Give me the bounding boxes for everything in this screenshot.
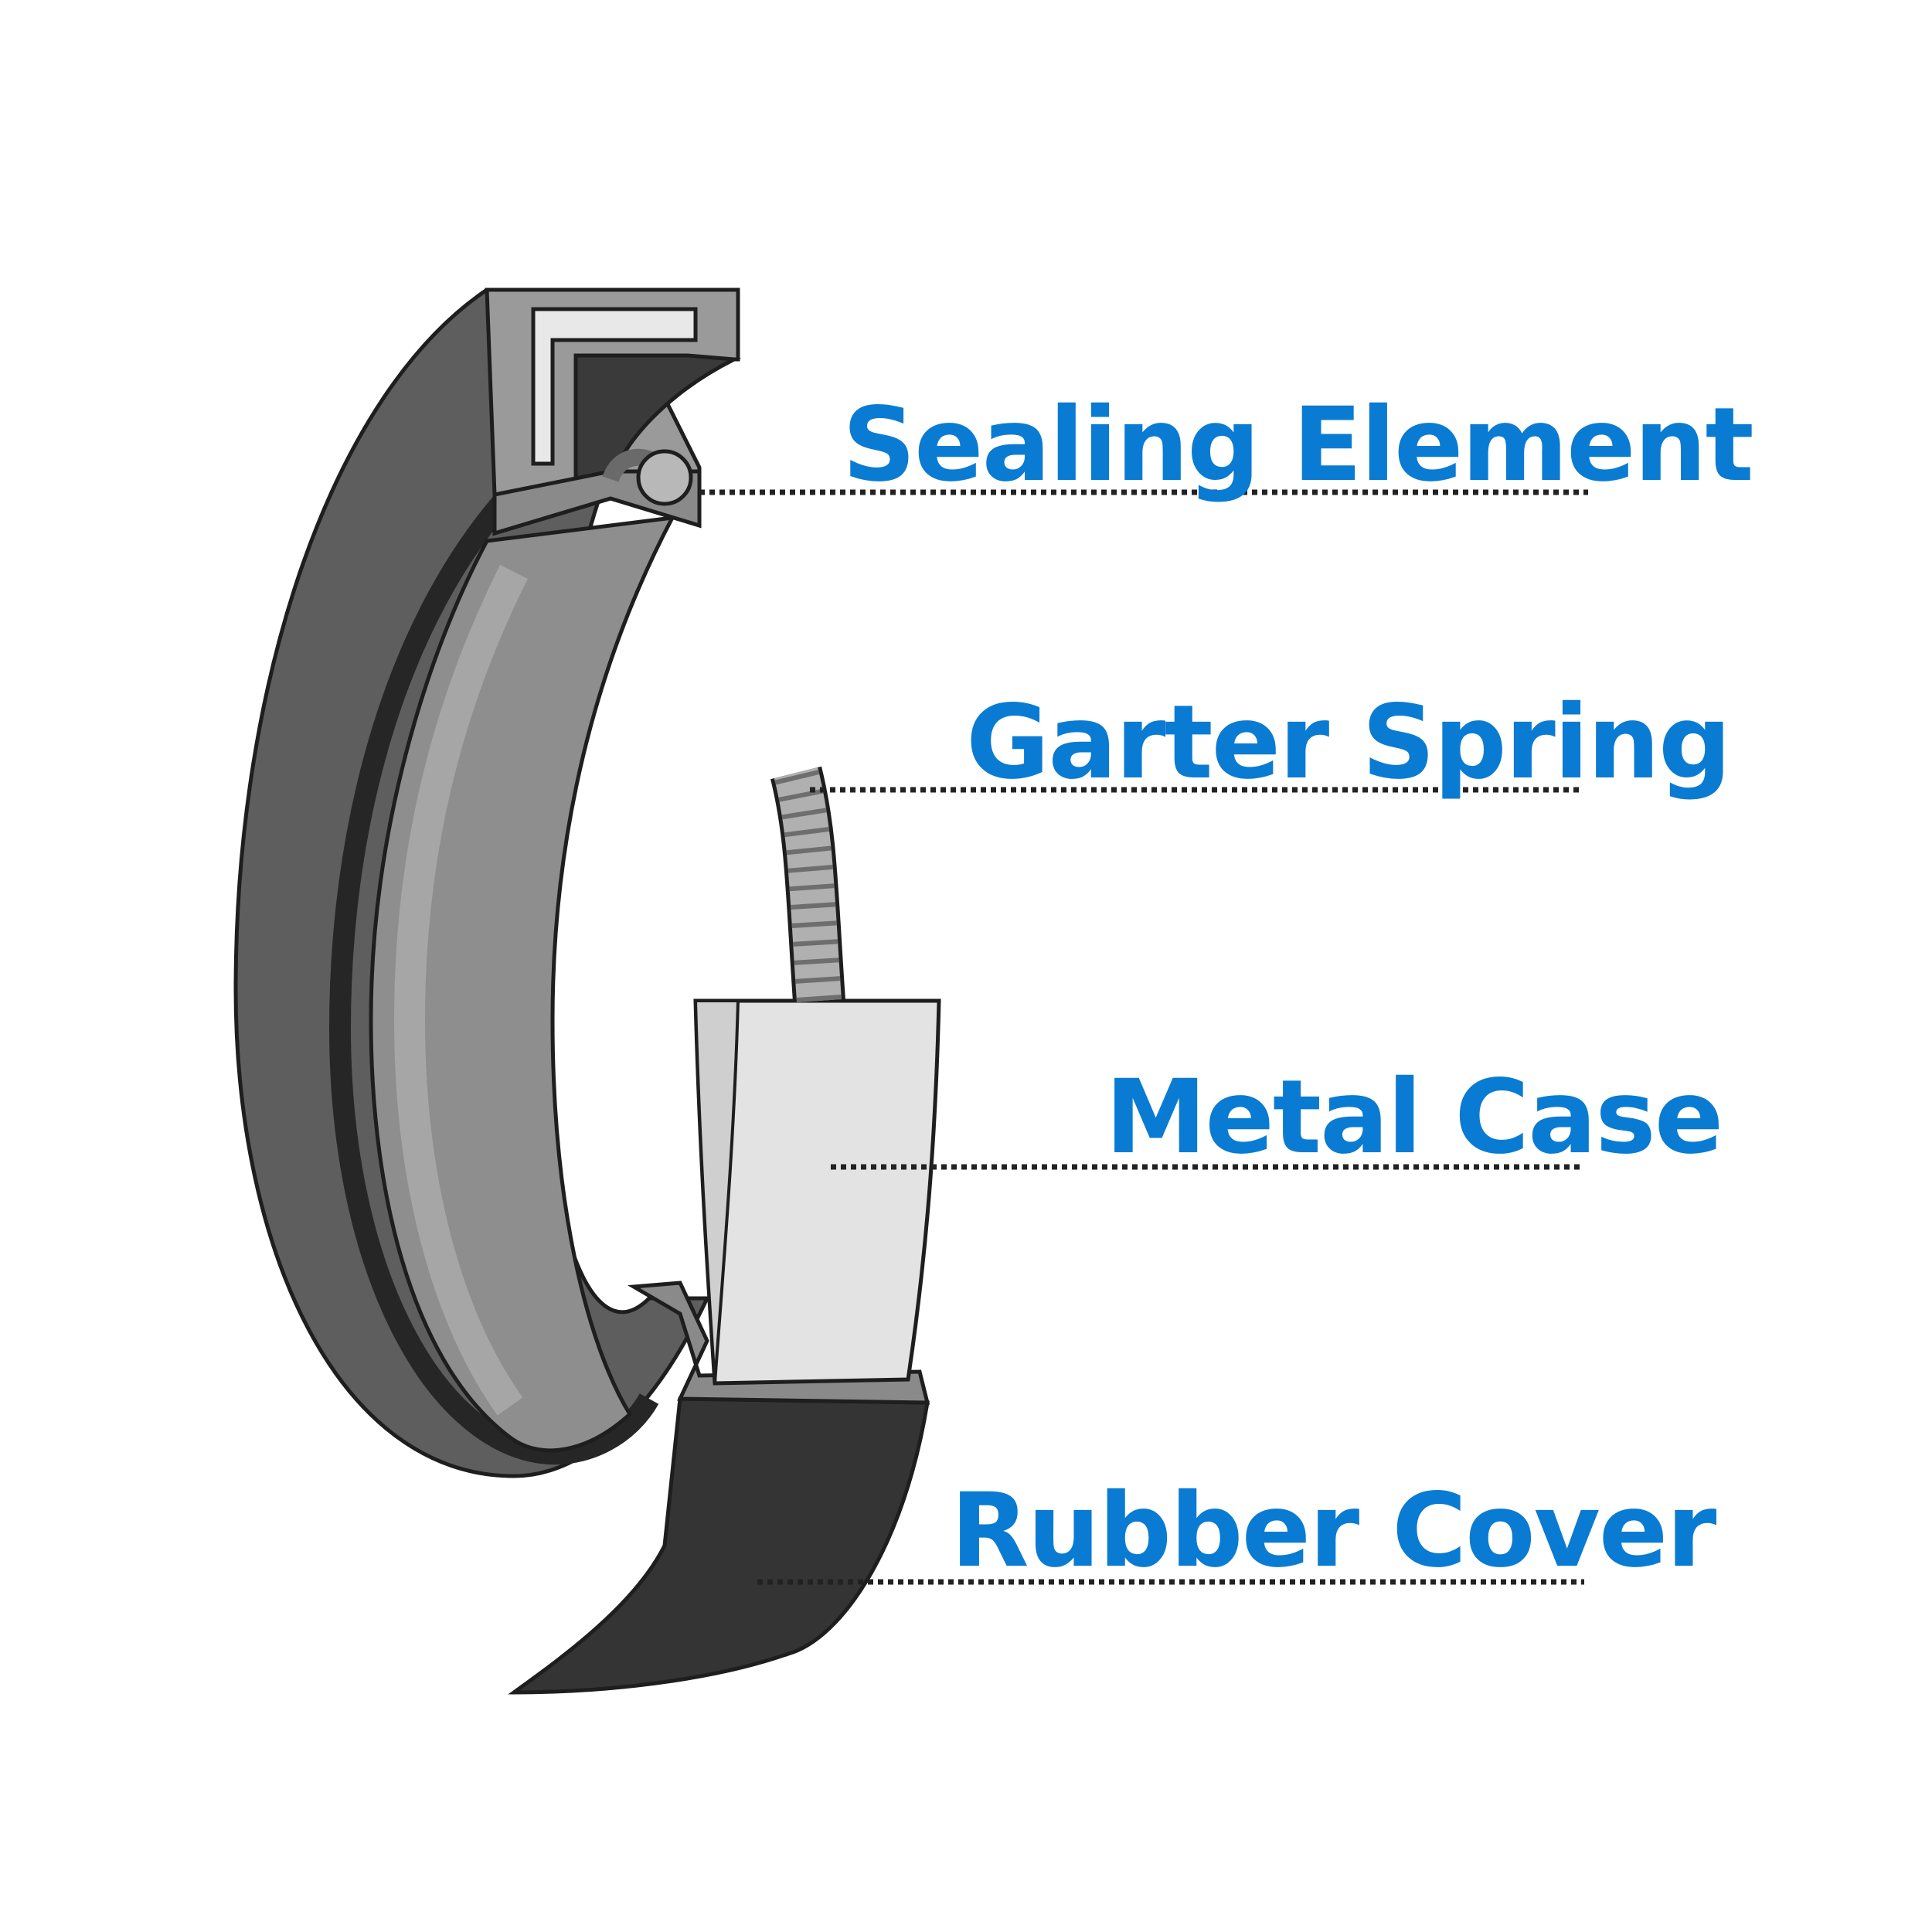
label-sealing-element: Sealing Element bbox=[842, 386, 1754, 505]
inner-groove bbox=[328, 495, 659, 1465]
inner-lip-highlight bbox=[393, 565, 528, 1416]
leader-lines bbox=[699, 489, 1588, 1585]
label-rubber-cover: Rubber Cover bbox=[951, 1471, 1716, 1590]
top-cross-section bbox=[485, 287, 742, 536]
bottom-cross-section bbox=[508, 998, 941, 1695]
metal-insert-section bbox=[531, 307, 698, 466]
label-metal-case: Metal Case bbox=[1105, 1058, 1723, 1177]
label-garter-spring: Garter Spring bbox=[966, 683, 1732, 802]
garter-spring-coil bbox=[770, 766, 845, 1003]
garter-spring-section bbox=[602, 448, 693, 506]
rubber-cover-section bbox=[508, 1396, 930, 1695]
